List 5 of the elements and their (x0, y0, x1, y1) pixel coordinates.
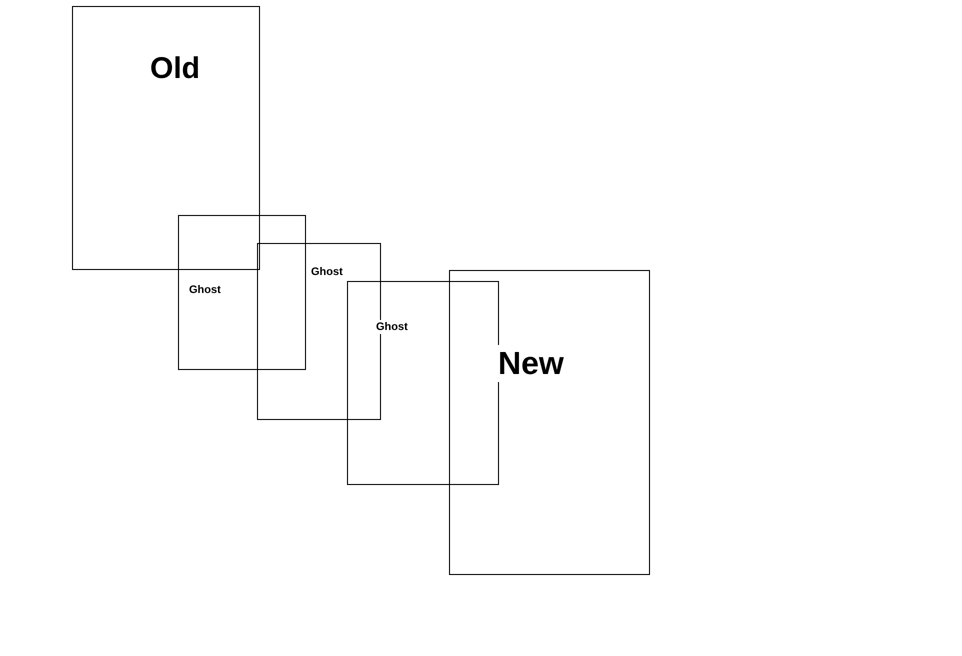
box-label: New (496, 345, 566, 382)
outline-box (72, 6, 260, 270)
outline-box (449, 270, 650, 575)
box-label: Ghost (374, 320, 410, 334)
outline-box (178, 215, 306, 370)
